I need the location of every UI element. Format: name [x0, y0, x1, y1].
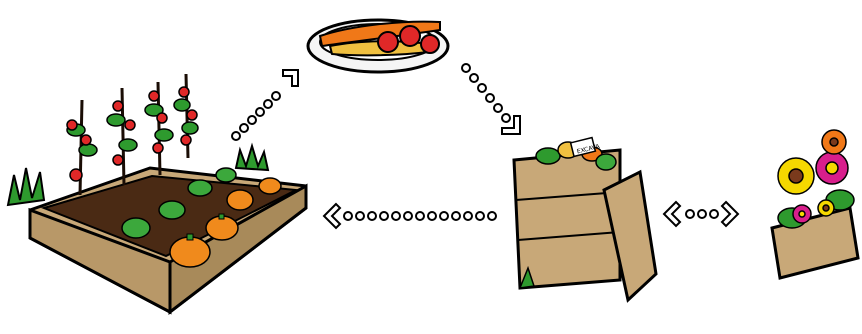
plate-of-vegetables-icon [306, 18, 450, 74]
raised-garden-bed-icon [6, 73, 308, 316]
arrow-plate-to-compost [461, 63, 521, 135]
arrow-compost-flowers [662, 200, 740, 228]
flower-planter-icon [770, 129, 860, 280]
arrow-compost-to-garden [322, 202, 497, 230]
wooden-compost-bin-icon: EXCAVA [512, 136, 658, 303]
arrow-garden-to-plate [231, 69, 299, 141]
